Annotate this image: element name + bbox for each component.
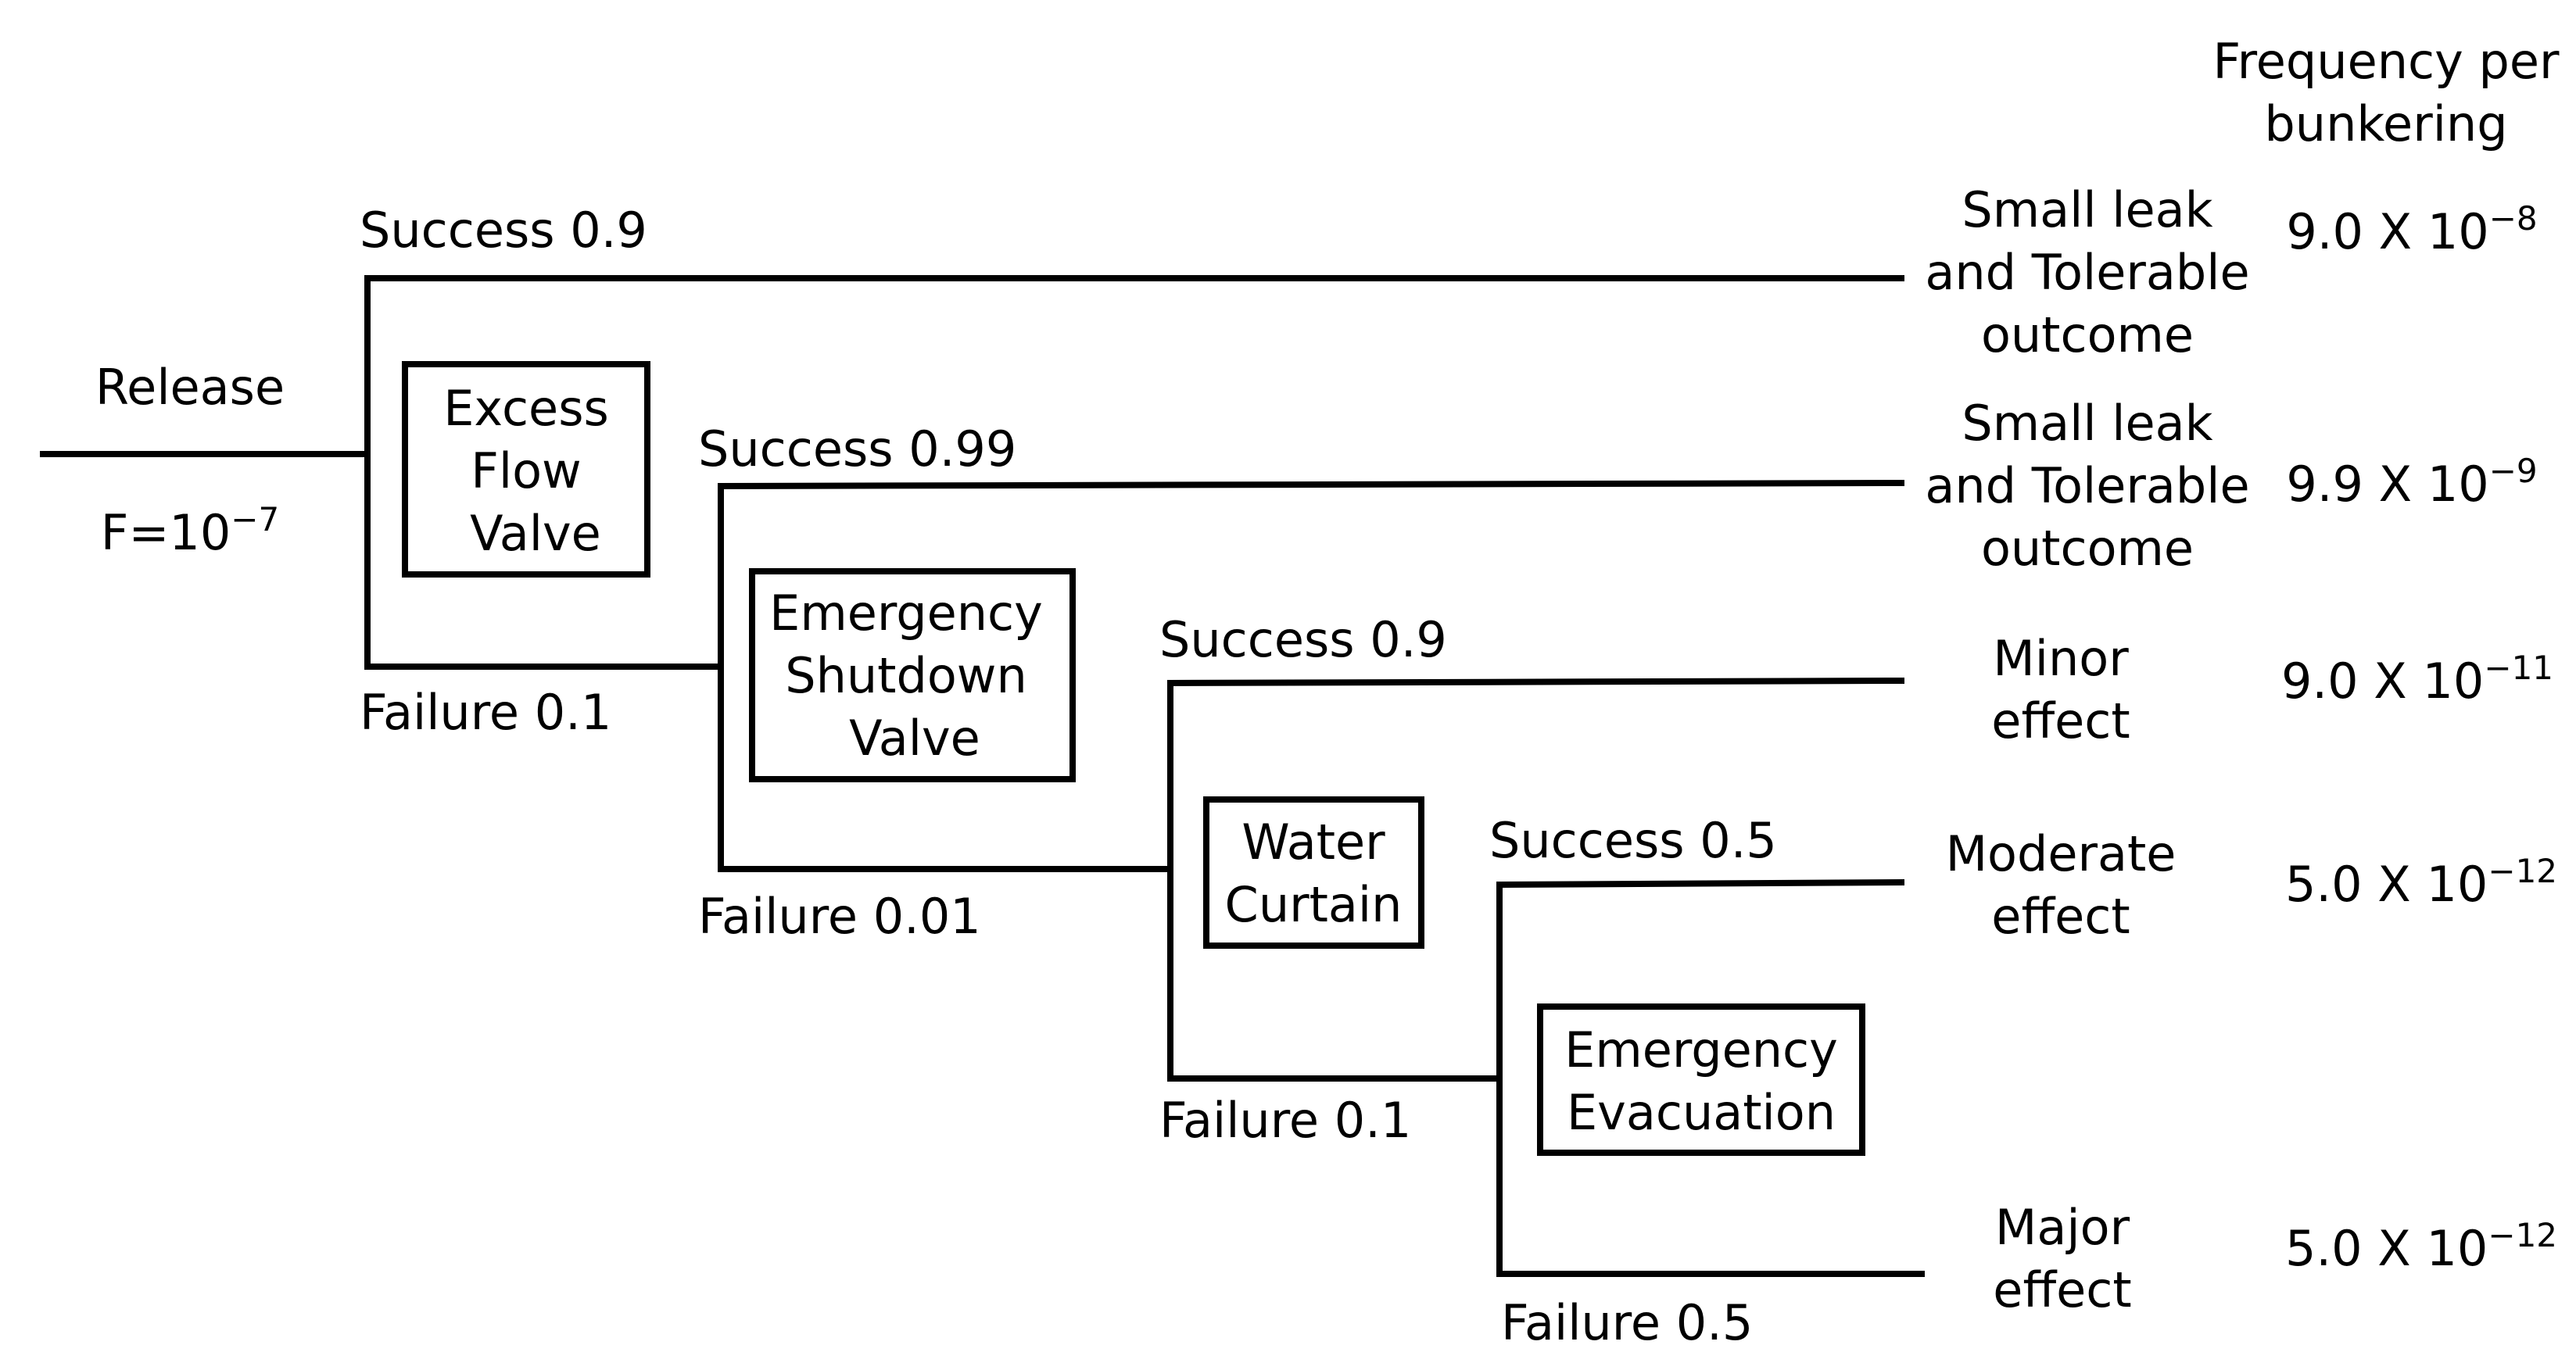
barrier-label-line: Flow — [471, 442, 582, 499]
frequency-header: Frequency per bunkering — [2213, 33, 2560, 152]
outcome-frequency-base: 9.0 X 10 — [2286, 203, 2488, 260]
branch-label-wc-success: Success 0.9 — [1159, 611, 1447, 668]
outcome-label-line: effect — [1991, 692, 2130, 749]
branch-label-ee-failure: Failure 0.5 — [1501, 1294, 1753, 1351]
barrier-label-line: Excess — [443, 380, 609, 437]
outcome-label-line: effect — [1993, 1261, 2131, 1318]
barrier-label-line: Curtain — [1225, 876, 1403, 933]
outcome-frequency-base: 9.0 X 10 — [2281, 653, 2484, 710]
outcome-4: Moderate effect 5.0 X 10−12 — [1946, 825, 2557, 945]
branch-label-esd-success: Success 0.99 — [698, 420, 1016, 478]
barrier-label-line: Valve — [849, 710, 980, 767]
outcome-frequency: 9.9 X 10−9 — [2286, 452, 2537, 513]
outcome-label-line: and Tolerable — [1925, 244, 2249, 301]
outcome-frequency-base: 5.0 X 10 — [2285, 856, 2488, 913]
outcome-frequency: 9.0 X 10−11 — [2281, 649, 2553, 710]
release-label: Release — [95, 359, 285, 416]
outcome-label-line: Moderate — [1946, 825, 2177, 882]
frequency-header-line: bunkering — [2264, 95, 2507, 152]
branch-label-efv-success: Success 0.9 — [360, 202, 647, 259]
initiating-event: Release F=10−7 — [95, 359, 285, 561]
outcome-2: Small leak and Tolerable outcome 9.9 X 1… — [1925, 395, 2537, 577]
frequency-header-line: Frequency per — [2213, 33, 2560, 90]
barrier-box — [749, 568, 1076, 782]
outcome-5: Major effect 5.0 X 10−12 — [1993, 1199, 2557, 1318]
branch-labels: Success 0.9 Failure 0.1 Success 0.99 Fai… — [360, 202, 1777, 1351]
barrier-box — [1537, 1003, 1865, 1156]
outcome-label-line: effect — [1991, 888, 2130, 945]
outcome-frequency: 5.0 X 10−12 — [2285, 1216, 2557, 1277]
outcome-frequency-base: 9.9 X 10 — [2286, 456, 2488, 513]
barrier-water-curtain: Water Curtain — [1203, 796, 1424, 949]
outcome-label-line: and Tolerable — [1925, 457, 2249, 514]
ee-success-line — [1496, 878, 1905, 889]
outcome-frequency-exponent: −12 — [2488, 1216, 2557, 1254]
outcome-label-line: outcome — [1981, 306, 2194, 363]
outcome-label-line: Small leak — [1962, 181, 2212, 238]
barrier-label-line: Valve — [470, 505, 601, 562]
branch-label-ee-success: Success 0.5 — [1489, 812, 1777, 869]
outcome-3: Minor effect 9.0 X 10−11 — [1991, 630, 2553, 749]
barrier-emergency-evacuation: Emergency Evacuation — [1537, 1003, 1865, 1156]
tree-lines — [40, 275, 1925, 1277]
esd-success-line — [717, 479, 1905, 490]
barrier-label-line: Emergency — [769, 585, 1043, 642]
initial-frequency-base: F=10 — [101, 504, 231, 561]
outcome-label-line: Major — [1995, 1199, 2130, 1256]
wc-success-line — [1166, 677, 1905, 687]
barrier-box — [1203, 796, 1424, 949]
outcome-frequency-exponent: −12 — [2488, 852, 2557, 890]
outcome-frequency-base: 5.0 X 10 — [2285, 1220, 2488, 1277]
initial-frequency: F=10−7 — [101, 500, 279, 561]
barrier-excess-flow-valve: Excess Flow Valve — [402, 361, 650, 578]
outcome-frequency: 5.0 X 10−12 — [2285, 852, 2557, 913]
barrier-label-line: Water — [1241, 814, 1385, 871]
branch-label-efv-failure: Failure 0.1 — [360, 684, 611, 741]
outcome-label-line: Minor — [1993, 630, 2129, 687]
branch-label-esd-failure: Failure 0.01 — [698, 888, 981, 945]
barrier-label-line: Evacuation — [1567, 1084, 1836, 1141]
branch-label-wc-failure: Failure 0.1 — [1159, 1092, 1411, 1149]
barrier-label-line: Shutdown — [785, 647, 1027, 704]
outcome-frequency-exponent: −11 — [2484, 649, 2553, 687]
barrier-box — [402, 361, 650, 578]
outcome-label-line: outcome — [1981, 520, 2194, 577]
outcome-frequency-exponent: −9 — [2489, 452, 2538, 490]
outcome-frequency: 9.0 X 10−8 — [2286, 199, 2537, 260]
barrier-emergency-shutdown-valve: Emergency Shutdown Valve — [749, 568, 1076, 782]
initial-frequency-exponent: −7 — [231, 500, 279, 538]
outcome-label-line: Small leak — [1962, 395, 2212, 452]
outcome-frequency-exponent: −8 — [2489, 199, 2538, 238]
barrier-label-line: Emergency — [1564, 1021, 1838, 1078]
outcome-1: Small leak and Tolerable outcome 9.0 X 1… — [1925, 181, 2537, 363]
